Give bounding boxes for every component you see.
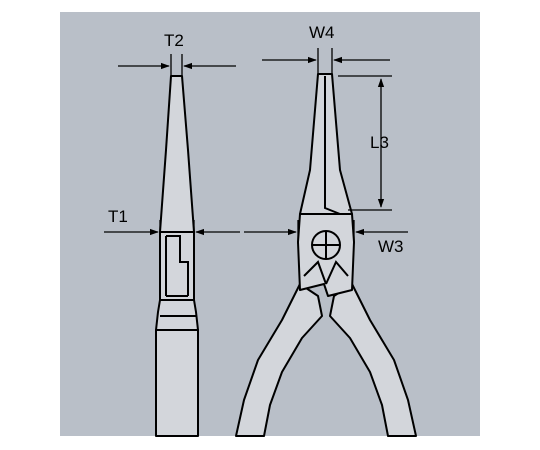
side-view-joint-detail — [160, 235, 196, 317]
label-t2: T2 — [164, 31, 184, 50]
label-w3: W3 — [378, 237, 404, 256]
label-l3: L3 — [370, 133, 389, 152]
plier-side-view — [155, 75, 199, 437]
front-view-right-handle — [329, 283, 417, 437]
side-view-handle — [155, 329, 199, 437]
dimension-lines — [104, 48, 408, 244]
front-view-left-handle — [235, 283, 323, 437]
label-t1: T1 — [108, 207, 128, 226]
front-view-details — [303, 76, 349, 285]
label-w4: W4 — [309, 23, 335, 42]
